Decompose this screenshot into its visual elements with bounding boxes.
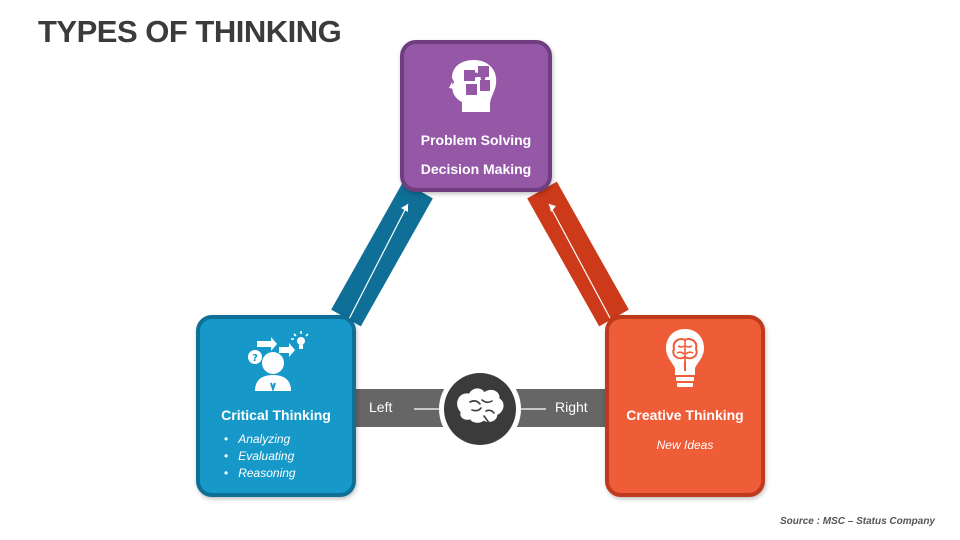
right-label: Right: [555, 399, 588, 415]
brain-icon: [457, 388, 504, 425]
left-label: Left: [369, 399, 393, 415]
creative-thinking-label: Creative Thinking: [626, 407, 744, 423]
problem-solving-box: Problem Solving Decision Making: [400, 40, 552, 192]
new-ideas-label: New Ideas: [656, 438, 714, 452]
problem-solving-label: Problem Solving: [420, 132, 532, 148]
list-item: Reasoning: [224, 465, 295, 482]
list-item: Evaluating: [224, 448, 296, 465]
critical-thinking-box: ? Critical Thinking Analyzing Evaluating…: [196, 315, 356, 497]
right-connector: [527, 181, 629, 327]
page-title: TYPES OF THINKING: [38, 14, 342, 49]
person-thinking-icon: ?: [248, 331, 309, 391]
source-note: Source : MSC – Status Company: [779, 516, 935, 527]
left-connector-arrow: [346, 203, 409, 324]
head-puzzle-icon: [449, 60, 497, 112]
creative-thinking-box: Creative Thinking New Ideas: [605, 315, 765, 497]
decision-making-label: Decision Making: [420, 161, 532, 177]
list-item: Analyzing: [224, 431, 296, 448]
brain-bulb-icon: [666, 329, 704, 387]
critical-thinking-list: Analyzing Evaluating Reasoning: [224, 431, 296, 482]
right-connector-arrow: [548, 203, 611, 319]
critical-thinking-label: Critical Thinking: [221, 407, 331, 423]
svg-text:?: ?: [252, 353, 258, 364]
